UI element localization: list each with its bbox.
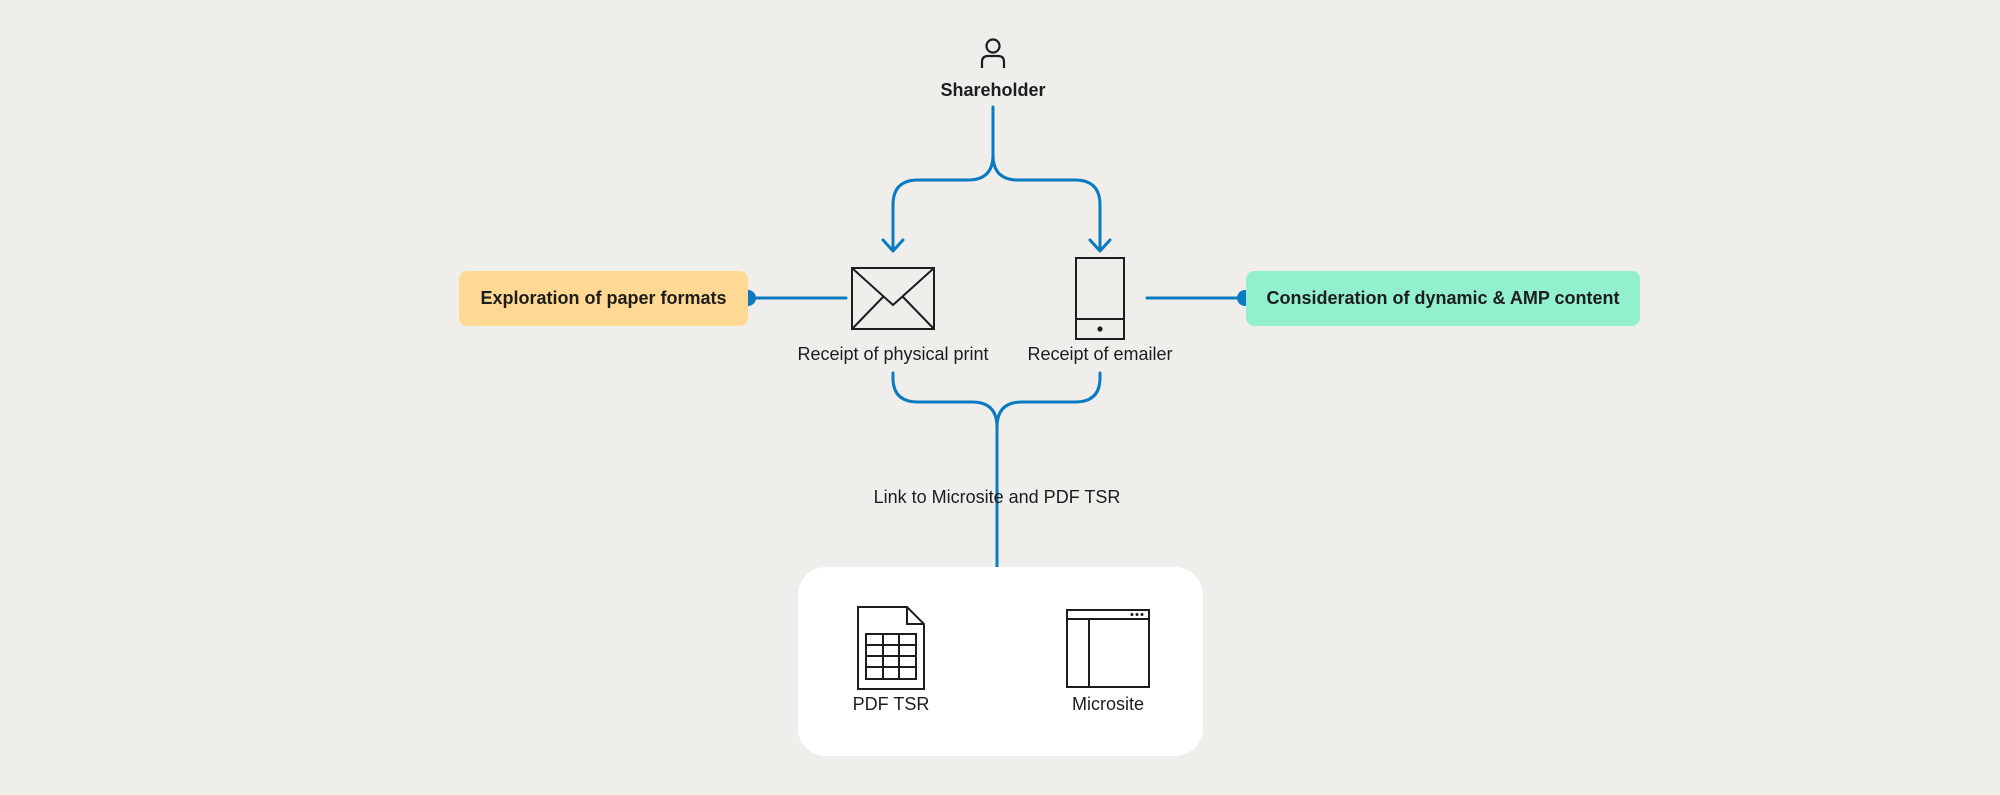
arrowhead-to-phone (1088, 238, 1112, 253)
microsite-label: Microsite (1071, 694, 1144, 714)
person-icon (980, 38, 1006, 68)
annotation-digital-label: Consideration of dynamic & AMP content (1266, 288, 1620, 308)
connector-shareholder-split-right (991, 153, 1102, 252)
connector-shareholder-split (891, 105, 995, 252)
physical-print-label: Receipt of physical print (797, 344, 989, 364)
mobile-phone-icon (1075, 257, 1125, 340)
pdf-tsr-label: PDF TSR (852, 694, 930, 714)
annotation-paper-formats: Exploration of paper formats (459, 271, 748, 326)
arrowhead-to-envelope (881, 238, 905, 253)
spreadsheet-document-icon (857, 606, 925, 690)
browser-window-icon (1066, 609, 1150, 688)
link-edge-label: Link to Microsite and PDF TSR (873, 487, 1121, 507)
annotation-dynamic-amp: Consideration of dynamic & AMP content (1246, 271, 1640, 326)
annotation-paper-label: Exploration of paper formats (480, 288, 727, 308)
connector-merge-right (995, 371, 1102, 429)
envelope-icon (851, 267, 935, 330)
connector-merge-left (891, 371, 999, 429)
shareholder-label: Shareholder (940, 80, 1046, 100)
emailer-label: Receipt of emailer (1027, 344, 1173, 364)
